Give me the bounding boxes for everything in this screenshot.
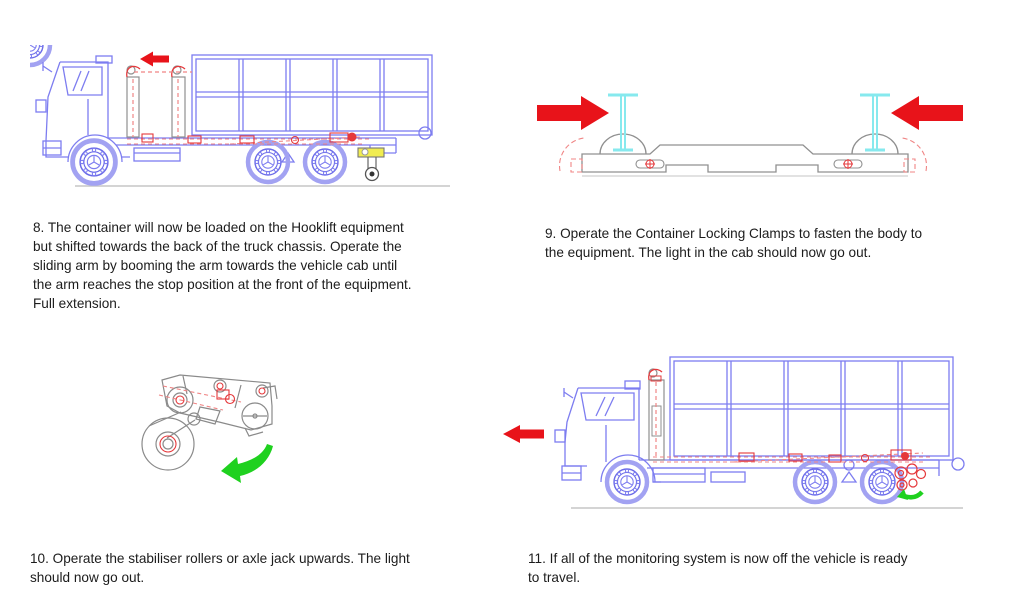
figure-step11-truck-ready xyxy=(493,346,968,516)
figure-step8-truck-loading xyxy=(7,22,465,190)
rear-roller-jack-drawing xyxy=(357,147,385,182)
step-10-text: 10. Operate the stabiliser rollers or ax… xyxy=(30,551,410,585)
roller-mechanism-drawing xyxy=(141,374,278,471)
container-ibeam-left xyxy=(608,93,638,152)
truck-cab-chassis-drawing xyxy=(35,55,397,163)
truck-container-sliding-arm-figure xyxy=(7,22,450,187)
step-11-text: 11. If all of the monitoring system is n… xyxy=(528,551,908,585)
container-drawing xyxy=(669,356,965,471)
roller-red-overlay xyxy=(158,382,266,453)
red-arrow-left-icon xyxy=(891,96,963,130)
stabiliser-roller-mechanism-figure xyxy=(141,374,278,483)
hook-roller xyxy=(347,132,357,142)
rear-lock-mechanism-drawing xyxy=(894,463,927,491)
step-8-text: 8. The container will now be loaded on t… xyxy=(33,220,412,311)
hooklift-arm-drawing xyxy=(648,368,931,463)
container-ibeam-right xyxy=(860,93,890,152)
front-wheel xyxy=(73,141,116,184)
figure-step10-stabiliser-roller xyxy=(123,366,293,494)
step-9-text: 9. Operate the Container Locking Clamps … xyxy=(545,226,923,260)
green-rotate-arrow-icon xyxy=(221,444,273,483)
green-check-arrow-icon xyxy=(897,489,924,500)
red-arrow-left-icon xyxy=(140,51,169,67)
container-locking-clamps-figure xyxy=(537,93,963,177)
figure-step9-locking-clamps xyxy=(508,76,978,184)
container-drawing xyxy=(191,54,433,140)
red-arrow-right-icon xyxy=(537,96,609,130)
red-arrow-left-icon xyxy=(503,425,544,443)
rear-wheel-2 xyxy=(305,142,345,182)
truck-ready-to-travel-figure xyxy=(503,356,965,509)
front-wheel xyxy=(607,462,647,502)
clamp-bracket-drawing xyxy=(558,133,928,177)
hooklift-sliding-arm-drawing xyxy=(126,65,370,145)
